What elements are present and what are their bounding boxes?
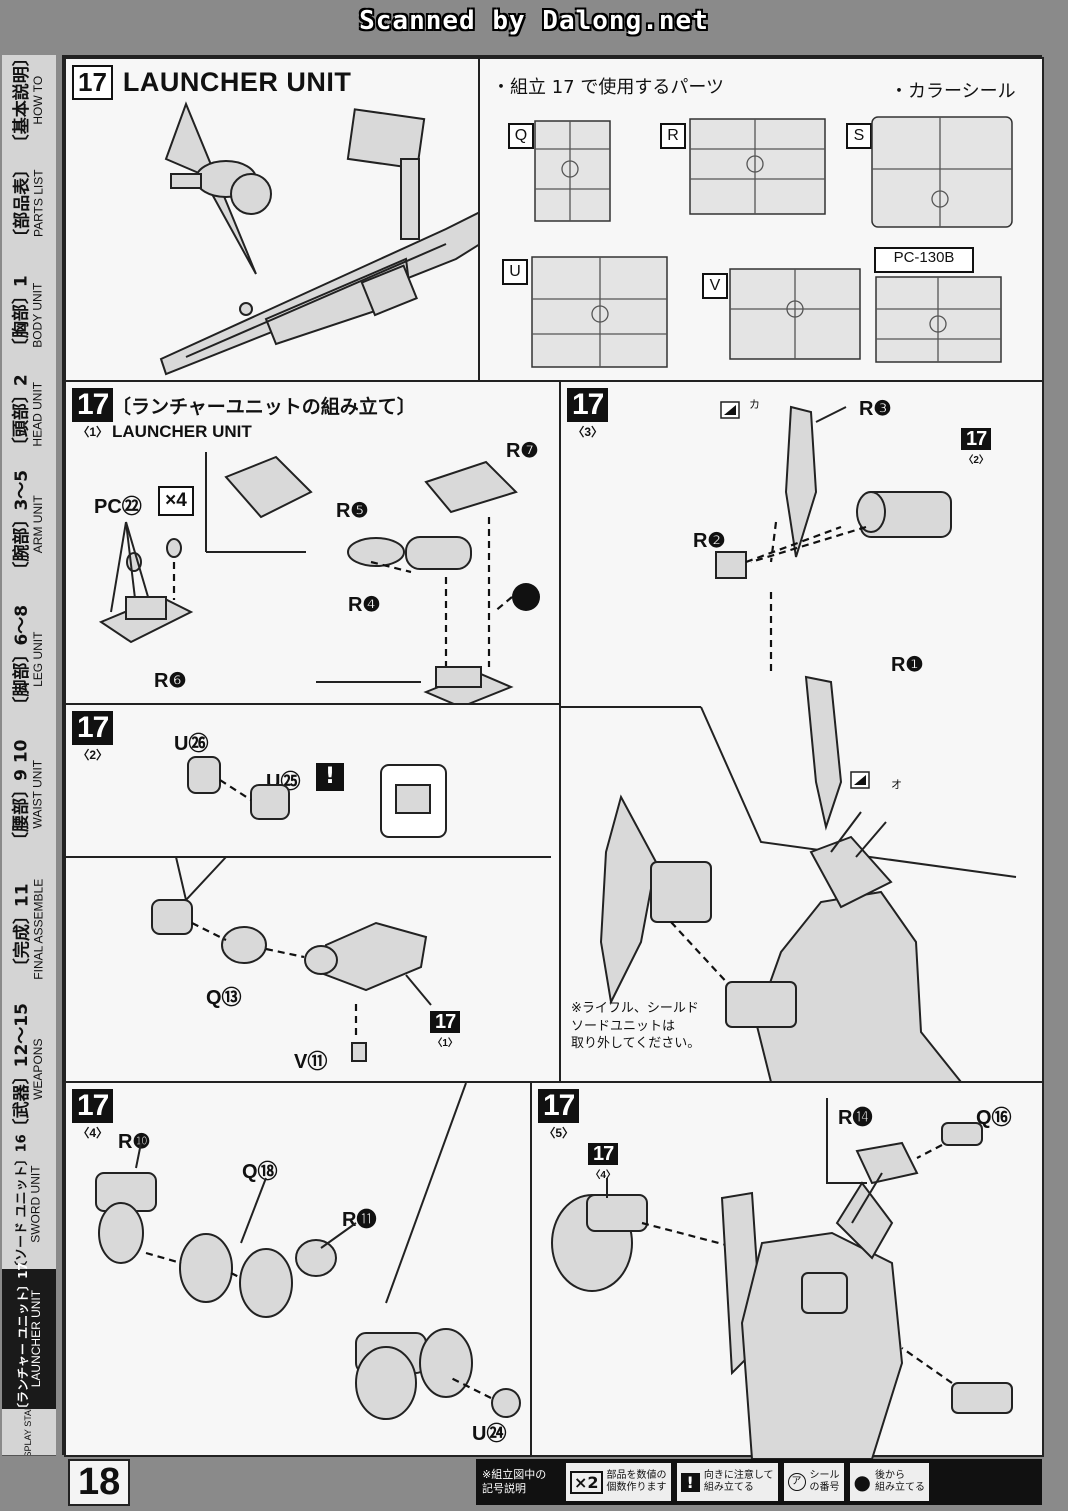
step-2-badge: 17 〈2〉 [72, 711, 114, 763]
part-label-r6: R❻ [154, 670, 187, 692]
seal-ka-label: カ [749, 398, 760, 411]
legend-item-seal: ア シール の番号 [783, 1463, 844, 1501]
part-label-v11: V⑪ [294, 1051, 328, 1073]
step-5-diagram [551, 1098, 1013, 1459]
step-4-badge: 17 〈4〉 [72, 1089, 114, 1141]
legend-item-quantity: ×2 部品を数値の 個数作ります [566, 1463, 671, 1501]
part-label-r14: R⓮ [838, 1107, 873, 1129]
tab-parts-list[interactable]: 〔部品表〕PARTS LIST [2, 145, 56, 262]
step-3-diagram [561, 401, 1017, 1083]
tab-how-to[interactable]: 〔基本説明〕HOW TO [2, 49, 56, 151]
title-panel: 17 LAUNCHER UNIT [64, 57, 482, 382]
color-seal-label: ・カラーシール [890, 81, 1016, 102]
step-2-diagram [66, 756, 551, 1062]
step-4-diagram [95, 1083, 521, 1420]
orientation-warning-icon: ! [316, 763, 344, 791]
runner-s-label: S [846, 123, 872, 149]
step-3-note: ※ライフル、シールド ソードユニットは 取り外してください。 [571, 1001, 701, 1052]
parts-used-label: ・組立 17 で使用するパーツ [492, 77, 724, 98]
step-badge: 17 LAUNCHER UNIT [72, 65, 351, 100]
step-5-badge: 17 〈5〉 [538, 1089, 580, 1141]
page-footer: 18 ※組立図中の 記号説明 ×2 部品を数値の 個数作ります ! 向きに注意し… [62, 1455, 1042, 1511]
scan-watermark: Scanned by Dalong.net [359, 6, 709, 36]
runner-q-label: Q [508, 123, 534, 149]
step-5-ref-badge: 17 〈4〉 [588, 1143, 619, 1181]
step-1-title-en: LAUNCHER UNIT [112, 422, 252, 441]
part-label-q13: Q⑬ [206, 987, 242, 1009]
seal-o-label: オ [891, 778, 902, 791]
runner-v-label: V [702, 273, 728, 299]
launcher-illustration [159, 101, 482, 376]
step-2-ref-badge: 17 〈1〉 [430, 1011, 461, 1049]
runner-r-label: R [660, 123, 686, 149]
step-3-badge: 17 〈3〉 [567, 388, 609, 440]
step-2-panel: 17 〈2〉 U㉖ U㉕ ! Q⑬ V⑪ 17 〈1〉 [64, 703, 561, 1083]
legend-item-later: ● 後から 組み立てる [849, 1463, 929, 1501]
step-1-title-jp: 〔ランチャーユニットの組み立て〕 [112, 396, 416, 418]
runner-thumbnails [531, 116, 1013, 368]
tab-display-stand[interactable]: DISPLAY STAND [2, 1409, 56, 1456]
quantity-badge: ×4 [158, 486, 194, 516]
step-5-panel: 17 〈5〉 R⓮ Q⑯ 17 〈4〉 [530, 1081, 1044, 1459]
step-4-panel: 17 〈4〉 R❿ Q⑱ R⓫ U㉔ [64, 1081, 532, 1457]
part-label-r4: R❹ [348, 594, 381, 616]
part-label-q16: Q⑯ [976, 1107, 1012, 1129]
part-label-u24: U㉔ [472, 1423, 507, 1445]
page-title: LAUNCHER UNIT [122, 67, 352, 97]
step-1-diagram [98, 452, 540, 707]
runner-u-label: U [502, 259, 528, 285]
page-number: 18 [68, 1459, 131, 1506]
part-label-r1: R❶ [891, 654, 924, 676]
part-label-r7: R❼ [506, 440, 539, 462]
step-1-badge: 17 〈1〉 [72, 388, 114, 440]
part-label-r3: R❸ [859, 398, 892, 420]
legend-title: ※組立図中の 記号説明 [482, 1468, 547, 1495]
step-1-panel: 17 〈1〉 〔ランチャーユニットの組み立て〕 LAUNCHER UNIT PC… [64, 380, 561, 707]
part-label-r2: R❷ [693, 530, 726, 552]
legend-item-orientation: ! 向きに注意して 組み立てる [676, 1463, 778, 1501]
step-3-ref-badge: 17 〈2〉 [961, 428, 992, 466]
instruction-page: 17 LAUNCHER UNIT ・組立 17 で使用するパーツ ・カラーシール… [62, 55, 1044, 1459]
part-label-q18: Q⑱ [242, 1161, 278, 1183]
pc-runner-label: PC-130B [874, 247, 974, 273]
part-label-r10: R❿ [118, 1131, 151, 1153]
part-label-u26: U㉖ [174, 733, 209, 755]
symbol-legend: ※組立図中の 記号説明 ×2 部品を数値の 個数作ります ! 向きに注意して 組… [476, 1459, 1042, 1505]
part-label-r5: R❺ [336, 500, 369, 522]
step-3-panel: 17 〈3〉 R❸ R❷ R❶ 17 〈2〉 カ オ ※ライフル、シールド ソー… [559, 380, 1044, 1083]
parts-panel: ・組立 17 で使用するパーツ ・カラーシール Q R S U V PC-130… [478, 57, 1044, 382]
part-label-pc22: PC㉒ [94, 496, 142, 518]
part-label-r11: R⓫ [342, 1209, 377, 1231]
